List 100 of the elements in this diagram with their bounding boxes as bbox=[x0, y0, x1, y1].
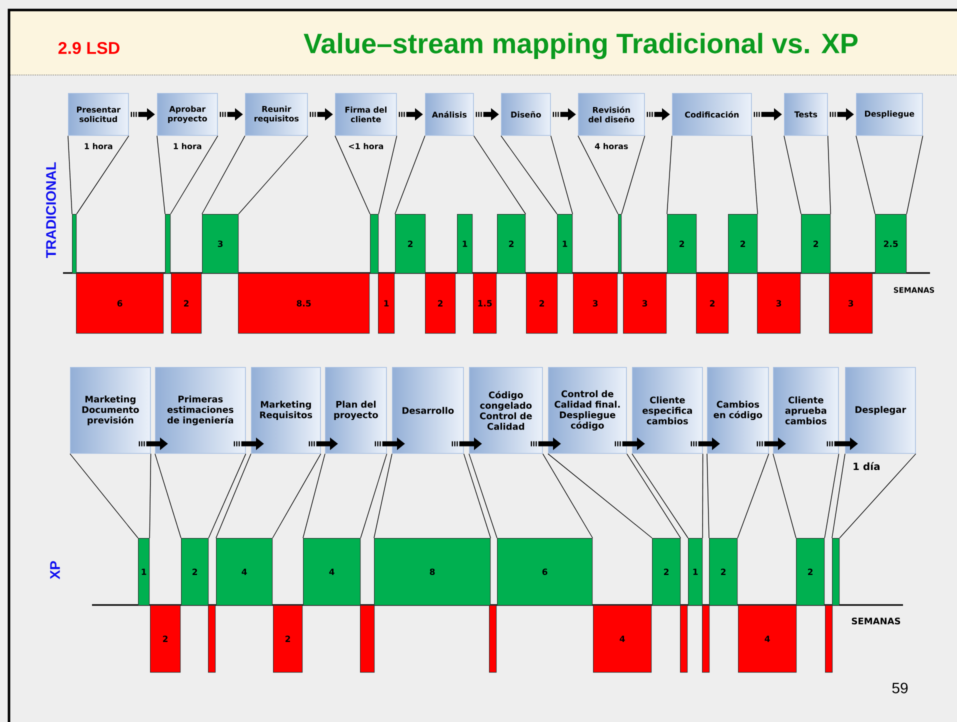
process-box: Diseño bbox=[501, 93, 551, 136]
funnel-line bbox=[706, 453, 710, 538]
wait-bar: 2 bbox=[425, 273, 456, 334]
wait-bar: 2 bbox=[696, 273, 729, 334]
funnel-line bbox=[156, 135, 166, 214]
process-box: Tests bbox=[784, 93, 828, 136]
value-bar bbox=[72, 214, 77, 274]
funnel-line bbox=[394, 135, 426, 214]
funnel-line bbox=[827, 135, 831, 214]
funnel-line bbox=[578, 135, 618, 214]
funnel-line bbox=[632, 453, 688, 538]
funnel-line bbox=[856, 135, 876, 214]
funnel-line bbox=[374, 453, 392, 538]
wait-bar bbox=[680, 605, 688, 673]
process-box: Desplegar bbox=[845, 367, 916, 454]
funnel-line bbox=[154, 453, 182, 538]
process-box: Primeras estimaciones de ingeniería bbox=[155, 367, 246, 454]
process-box: Marketing Requisitos bbox=[251, 367, 321, 454]
funnel-line bbox=[468, 453, 498, 538]
value-bar: 1 bbox=[688, 538, 703, 606]
value-bar: 2 bbox=[796, 538, 825, 606]
value-bar: 2 bbox=[667, 214, 697, 274]
funnel-line bbox=[238, 135, 308, 214]
wait-bar bbox=[825, 605, 833, 673]
funnel-line bbox=[302, 453, 326, 538]
funnel-line bbox=[772, 453, 796, 538]
process-box: Plan del proyecto bbox=[325, 367, 387, 454]
funnel-line bbox=[737, 453, 770, 538]
funnel-line bbox=[76, 135, 130, 214]
process-box: Código congelado Control de Calidad bbox=[469, 367, 543, 454]
funnel-line bbox=[626, 453, 681, 538]
process-box: Presentar solicitud bbox=[68, 93, 129, 136]
page-number: 59 bbox=[892, 682, 908, 694]
funnel-line bbox=[68, 135, 72, 214]
duration-label: 4 horas bbox=[594, 143, 628, 150]
wait-bar: 8.5 bbox=[238, 273, 370, 334]
funnel-line bbox=[666, 135, 672, 214]
funnel-line bbox=[550, 135, 573, 214]
value-bar: 2 bbox=[801, 214, 831, 274]
wait-bar: 3 bbox=[573, 273, 618, 334]
funnel-line bbox=[170, 135, 218, 214]
process-box: Codificación bbox=[672, 93, 752, 136]
funnel-line bbox=[463, 453, 491, 538]
funnel-line bbox=[149, 453, 152, 538]
process-box: Marketing Documento previsión bbox=[70, 367, 151, 454]
funnel-line bbox=[751, 135, 758, 214]
value-bar: 1 bbox=[557, 214, 573, 274]
process-box: Análisis bbox=[425, 93, 474, 136]
process-box: Aprobar proyecto bbox=[157, 93, 218, 136]
funnel-line bbox=[473, 135, 526, 214]
process-box: Revisión del diseño bbox=[578, 93, 645, 136]
wait-bar bbox=[208, 605, 216, 673]
wait-bar: 1.5 bbox=[473, 273, 497, 334]
funnel-line bbox=[216, 453, 252, 538]
process-box: Firma del cliente bbox=[335, 93, 397, 136]
funnel-line bbox=[70, 453, 138, 538]
value-bar bbox=[165, 214, 171, 274]
value-bar: 2 bbox=[395, 214, 426, 274]
wait-bar: 3 bbox=[623, 273, 667, 334]
value-bar: 2 bbox=[709, 538, 738, 606]
wait-bar: 2 bbox=[171, 273, 202, 334]
wait-bar: 3 bbox=[757, 273, 801, 334]
value-bar bbox=[370, 214, 379, 274]
process-box: Desarrollo bbox=[392, 367, 464, 454]
duration-label: 1 hora bbox=[84, 143, 112, 150]
funnel-line bbox=[334, 135, 370, 214]
process-box: Cliente especifica cambios bbox=[632, 367, 703, 454]
duration-label: 1 hora bbox=[174, 143, 202, 150]
wait-bar: 4 bbox=[593, 605, 652, 673]
funnel-line bbox=[621, 135, 646, 214]
funnel-line bbox=[208, 453, 246, 538]
value-bar: 6 bbox=[497, 538, 593, 606]
funnel-line bbox=[784, 135, 802, 214]
wait-bar: 2 bbox=[150, 605, 181, 673]
duration-label: 1 día bbox=[854, 462, 880, 470]
process-box: Cliente aprueba cambios bbox=[773, 367, 839, 454]
wait-bar: 2 bbox=[526, 273, 558, 334]
value-bar bbox=[832, 538, 840, 606]
value-bar: 1 bbox=[457, 214, 473, 274]
value-bar: 4 bbox=[303, 538, 361, 606]
value-bar: 2 bbox=[652, 538, 681, 606]
funnel-line bbox=[824, 453, 840, 538]
wait-bar bbox=[489, 605, 497, 673]
funnel-line bbox=[202, 135, 246, 214]
funnel-line bbox=[832, 453, 846, 538]
wait-bar bbox=[702, 605, 710, 673]
funnel-line bbox=[378, 135, 398, 214]
slide-title: Value–stream mapping Tradicional vs. XP bbox=[304, 32, 858, 60]
wait-bar: 4 bbox=[738, 605, 797, 673]
row-label: XP bbox=[50, 561, 60, 580]
funnel-line bbox=[360, 453, 388, 538]
value-bar: 2.5 bbox=[875, 214, 907, 274]
process-box: Reunir requisitos bbox=[245, 93, 308, 136]
value-bar: 1 bbox=[138, 538, 150, 606]
funnel-line bbox=[839, 453, 916, 538]
value-bar: 4 bbox=[216, 538, 273, 606]
wait-bar: 6 bbox=[76, 273, 164, 334]
value-bar bbox=[618, 214, 622, 274]
value-bar: 2 bbox=[181, 538, 209, 606]
row-label: TRADICIONAL bbox=[46, 162, 56, 258]
